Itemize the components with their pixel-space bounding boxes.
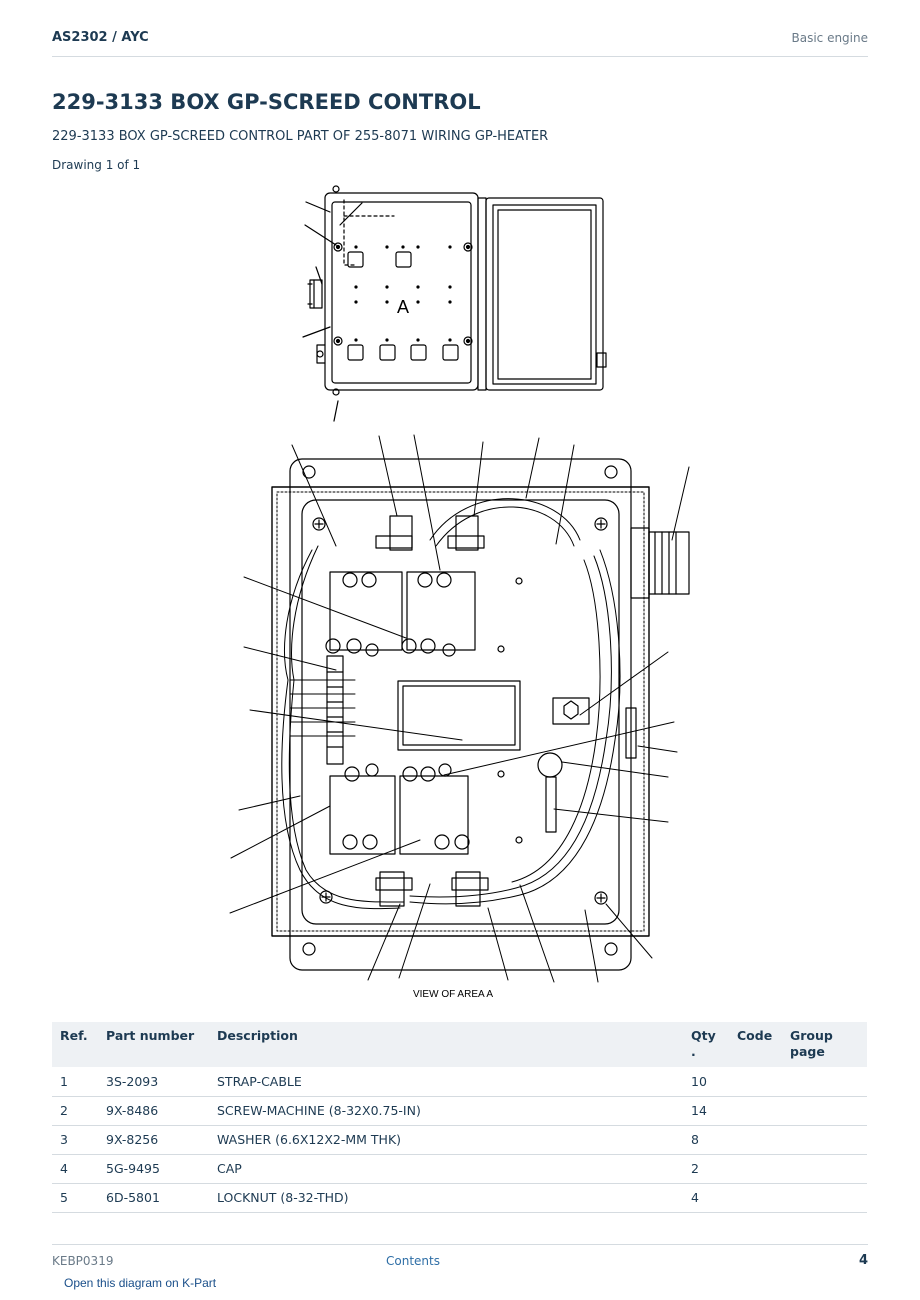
cell-description: LOCKNUT (8-32-THD) xyxy=(209,1183,683,1213)
view-caption: VIEW OF AREA A xyxy=(413,989,493,1000)
view-of-area-a-drawing: VIEW OF AREA A xyxy=(229,434,690,1000)
column-header-part-number: Part number xyxy=(98,1022,209,1067)
cell-description: SCREW-MACHINE (8-32X0.75-IN) xyxy=(209,1096,683,1126)
cell-description: STRAP-CABLE xyxy=(209,1067,683,1097)
column-header-qty: Qty . xyxy=(683,1022,729,1067)
cell-qty: 8 xyxy=(683,1125,729,1155)
table-header-row: Ref. Part number Description Qty . Code … xyxy=(52,1022,867,1067)
page-subtitle: 229-3133 BOX GP-SCREED CONTROL PART OF 2… xyxy=(52,129,549,144)
page-header: AS2302 / AYC Basic engine xyxy=(52,28,868,57)
cell-qty: 10 xyxy=(683,1067,729,1097)
parts-table: Ref. Part number Description Qty . Code … xyxy=(52,1022,867,1213)
cell-code xyxy=(729,1125,782,1155)
table-row: 5 6D-5801 LOCKNUT (8-32-THD) 4 xyxy=(52,1183,867,1213)
cell-qty: 2 xyxy=(683,1154,729,1184)
cell-part-number: 6D-5801 xyxy=(98,1183,209,1213)
cell-part-number: 5G-9495 xyxy=(98,1154,209,1184)
footer-doc-code: KEBP0319 xyxy=(52,1254,114,1268)
cell-group-page xyxy=(782,1125,867,1155)
document-id: AS2302 / AYC xyxy=(52,30,149,45)
parts-diagram: A xyxy=(0,180,920,1000)
column-header-description: Description xyxy=(209,1022,683,1067)
cell-part-number: 9X-8486 xyxy=(98,1096,209,1126)
cell-part-number: 3S-2093 xyxy=(98,1067,209,1097)
cell-qty: 4 xyxy=(683,1183,729,1213)
cell-group-page xyxy=(782,1096,867,1126)
section-name: Basic engine xyxy=(791,31,868,45)
cell-part-number: 9X-8256 xyxy=(98,1125,209,1155)
open-in-kpart-link[interactable]: Open this diagram on K-Part xyxy=(64,1276,217,1290)
cell-ref: 4 xyxy=(52,1154,98,1184)
column-header-ref: Ref. xyxy=(52,1022,98,1067)
cell-ref: 3 xyxy=(52,1125,98,1155)
cell-code xyxy=(729,1096,782,1126)
cell-description: CAP xyxy=(209,1154,683,1184)
cell-group-page xyxy=(782,1183,867,1213)
page-title: 229-3133 BOX GP-SCREED CONTROL xyxy=(52,90,481,114)
table-row: 1 3S-2093 STRAP-CABLE 10 xyxy=(52,1067,867,1097)
cell-group-page xyxy=(782,1154,867,1184)
cell-code xyxy=(729,1183,782,1213)
cell-code xyxy=(729,1067,782,1097)
cell-code xyxy=(729,1154,782,1184)
table-row: 2 9X-8486 SCREW-MACHINE (8-32X0.75-IN) 1… xyxy=(52,1096,867,1126)
cell-qty: 14 xyxy=(683,1096,729,1126)
cell-ref: 2 xyxy=(52,1096,98,1126)
drawing-count: Drawing 1 of 1 xyxy=(52,158,141,172)
area-a-label: A xyxy=(397,297,409,317)
cell-group-page xyxy=(782,1067,867,1097)
page-footer: KEBP0319 Contents 4 xyxy=(52,1244,868,1275)
cell-ref: 1 xyxy=(52,1067,98,1097)
column-header-code: Code xyxy=(729,1022,782,1067)
cell-description: WASHER (6.6X12X2-MM THK) xyxy=(209,1125,683,1155)
cell-ref: 5 xyxy=(52,1183,98,1213)
page-number: 4 xyxy=(858,1253,868,1268)
contents-link[interactable]: Contents xyxy=(386,1254,440,1268)
table-row: 4 5G-9495 CAP 2 xyxy=(52,1154,867,1184)
table-row: 3 9X-8256 WASHER (6.6X12X2-MM THK) 8 xyxy=(52,1125,867,1155)
control-box-exterior-drawing: A xyxy=(302,185,607,422)
column-header-group-page: Group page xyxy=(782,1022,867,1067)
